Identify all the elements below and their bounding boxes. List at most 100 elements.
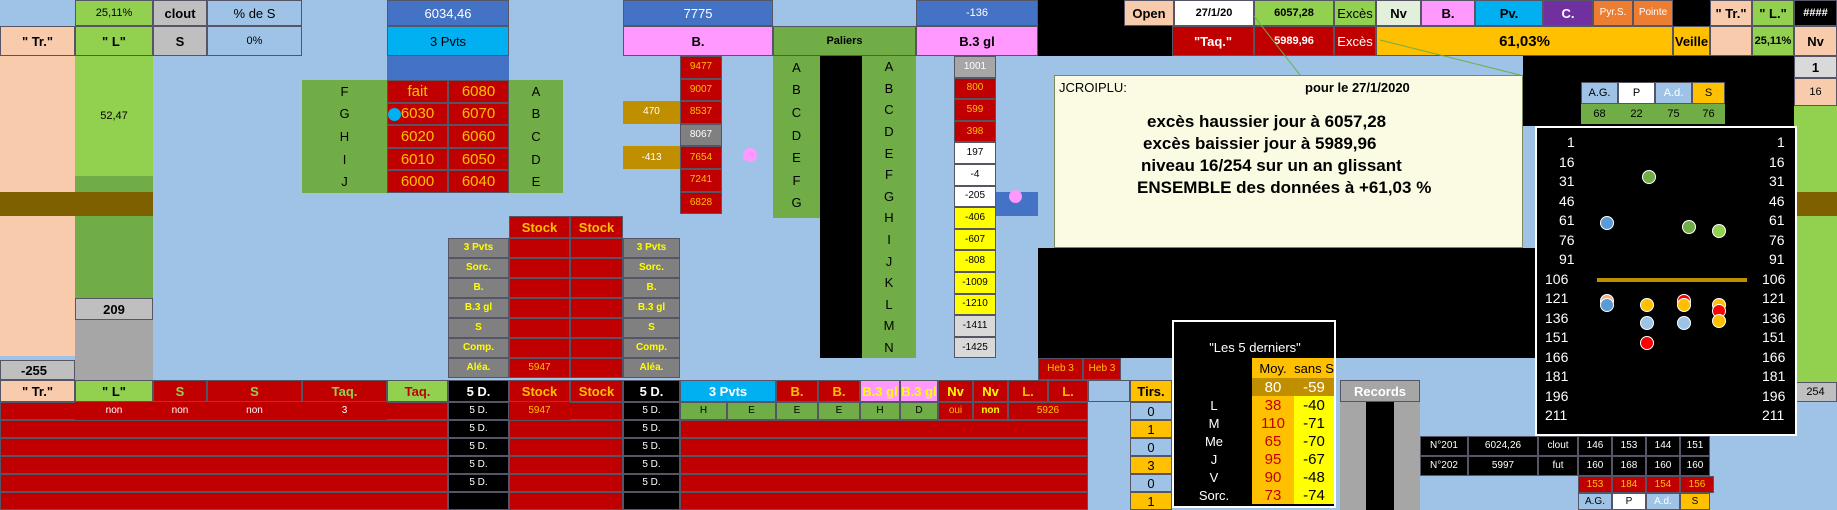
- data-row-bg-2: [509, 474, 623, 492]
- data-row-bg: [0, 438, 448, 456]
- b-value: 9477: [680, 56, 722, 79]
- open-value: 6057,28: [1254, 0, 1334, 26]
- n-row3-cell: 156: [1680, 476, 1714, 493]
- chart-tick-right: 196: [1762, 387, 1786, 404]
- five-d-cell: 5 D.: [448, 474, 509, 492]
- l-value-209: 209: [75, 298, 153, 320]
- five-d-cell-2: 5 D.: [623, 438, 680, 456]
- grid-value-cell: 6070: [448, 102, 509, 126]
- derniers-sans-value: -67: [1294, 450, 1334, 468]
- paliers-black-bar: [820, 56, 862, 358]
- bottom-s-header-2: S: [207, 380, 302, 402]
- data-row-bg: [0, 492, 448, 510]
- b3-value: -1411: [954, 315, 996, 337]
- stock-cell: [570, 338, 623, 358]
- row-stock: 5947: [509, 402, 570, 420]
- right-marker: [1794, 192, 1837, 216]
- derniers-sans-value: -59: [1294, 378, 1334, 396]
- note-line-4: ENSEMBLE des données à +61,03 %: [1137, 178, 1432, 197]
- row-non-3: non: [207, 402, 302, 420]
- bottom-nv-header-1: Nv: [938, 380, 973, 402]
- five-d-cell-2: [623, 492, 680, 510]
- note-line-2: excès baissier jour à 5989,96: [1143, 134, 1377, 153]
- b3gl-header: B.3 gl: [916, 26, 1038, 56]
- bottom-l-header-2: L.: [1048, 380, 1088, 402]
- bottom-tirs-header: Tirs.: [1130, 380, 1172, 402]
- grid-fait-cell: 6030: [387, 102, 448, 126]
- derniers-moy-value: 110: [1252, 414, 1294, 432]
- palier-left-label: A: [773, 56, 820, 79]
- stock-cell: [509, 258, 570, 278]
- derniers-day: V: [1176, 468, 1252, 486]
- derniers-moy: Moy.: [1252, 358, 1294, 378]
- value-7775: 7775: [623, 0, 773, 26]
- bottom-taq-header-1: Taq.: [302, 380, 387, 402]
- five-d-cell: [448, 492, 509, 510]
- palier-right-label: J: [862, 250, 916, 272]
- bottom-5d-header-2: 5 D.: [623, 380, 680, 402]
- s-header: S: [153, 26, 207, 56]
- chart-tick-left: 106: [1545, 270, 1569, 287]
- nv-right: Nv: [1794, 26, 1837, 56]
- derniers-day: J: [1176, 450, 1252, 468]
- legend-footer-s: S: [1680, 493, 1710, 510]
- chart-tick-right: 76: [1769, 231, 1785, 248]
- bottom-pvts-header: 3 Pvts: [680, 380, 776, 402]
- chart-tick-left: 196: [1545, 387, 1569, 404]
- l-marker: [75, 192, 153, 216]
- grid-left-label: H: [302, 125, 387, 148]
- black-filler-3: [1038, 26, 1172, 56]
- data-row-bg-3: [680, 492, 1088, 510]
- palier-left-label: B: [773, 78, 820, 102]
- row-letter: E: [818, 402, 860, 420]
- n-row-cell: fut: [1538, 456, 1578, 476]
- stock-right-label: B.: [623, 278, 680, 298]
- note-header: JCROIPLU:: [1059, 80, 1127, 95]
- stock-right-label: 3 Pvts: [623, 238, 680, 258]
- b-side-value: -413: [623, 146, 680, 169]
- l-header-right: " L.": [1752, 0, 1794, 26]
- right-254: 254: [1794, 382, 1837, 402]
- n-row-cell: 146: [1578, 436, 1612, 456]
- b3-value: -406: [954, 207, 996, 229]
- note-line-1: excès haussier jour à 6057,28: [1147, 112, 1387, 131]
- stock-left-label: 3 Pvts: [448, 238, 509, 258]
- chart-level-bar: [1597, 278, 1747, 282]
- b3-value: 1001: [954, 56, 996, 78]
- bottom-stock-header-2: Stock: [570, 380, 623, 402]
- n-row-cell: 160: [1680, 456, 1710, 476]
- five-d-cell: 5 D.: [448, 438, 509, 456]
- n-row3-cell: 184: [1612, 476, 1646, 493]
- grid-cursor-dot: [388, 108, 401, 121]
- n-row-cell: 6024,26: [1468, 436, 1538, 456]
- stock-value-5947: 5947: [509, 358, 570, 378]
- stock-right-label: Sorc.: [623, 258, 680, 278]
- legend-ag: A.G.: [1581, 82, 1618, 104]
- legend-footer-ad: A.d.: [1646, 493, 1680, 510]
- chart-tick-right: 61: [1769, 212, 1785, 228]
- palier-right-label: C: [862, 99, 916, 121]
- c-header: C.: [1543, 0, 1593, 26]
- stock-left-label: Aléa.: [448, 358, 509, 378]
- l-value: 52,47: [75, 105, 153, 127]
- five-d-cell: 5 D.: [448, 456, 509, 474]
- legend-v-s: 76: [1692, 104, 1725, 124]
- chart-tick-left: 136: [1545, 309, 1569, 326]
- grid-right-label: C: [509, 125, 563, 148]
- data-row-bg: [0, 456, 448, 474]
- paliers-header: Paliers: [773, 26, 916, 56]
- tirs-cell: 1: [1130, 492, 1172, 510]
- stock-cell: [570, 318, 623, 338]
- legend-footer-p: P: [1612, 493, 1646, 510]
- b3-value: -607: [954, 228, 996, 251]
- chart-tick-right: 16: [1769, 153, 1785, 170]
- bottom-5d-header: 5 D.: [448, 380, 509, 402]
- chart-tick-left: 31: [1559, 173, 1575, 189]
- derniers-sans: sans S: [1294, 358, 1334, 378]
- b-side-value: 470: [623, 101, 680, 124]
- n-row-cell: 160: [1578, 456, 1612, 476]
- stock-cell: [509, 318, 570, 338]
- records-button[interactable]: Records: [1340, 380, 1420, 402]
- derniers-sans-value: -70: [1294, 432, 1334, 450]
- pyrs-header: Pyr.S.: [1593, 0, 1633, 26]
